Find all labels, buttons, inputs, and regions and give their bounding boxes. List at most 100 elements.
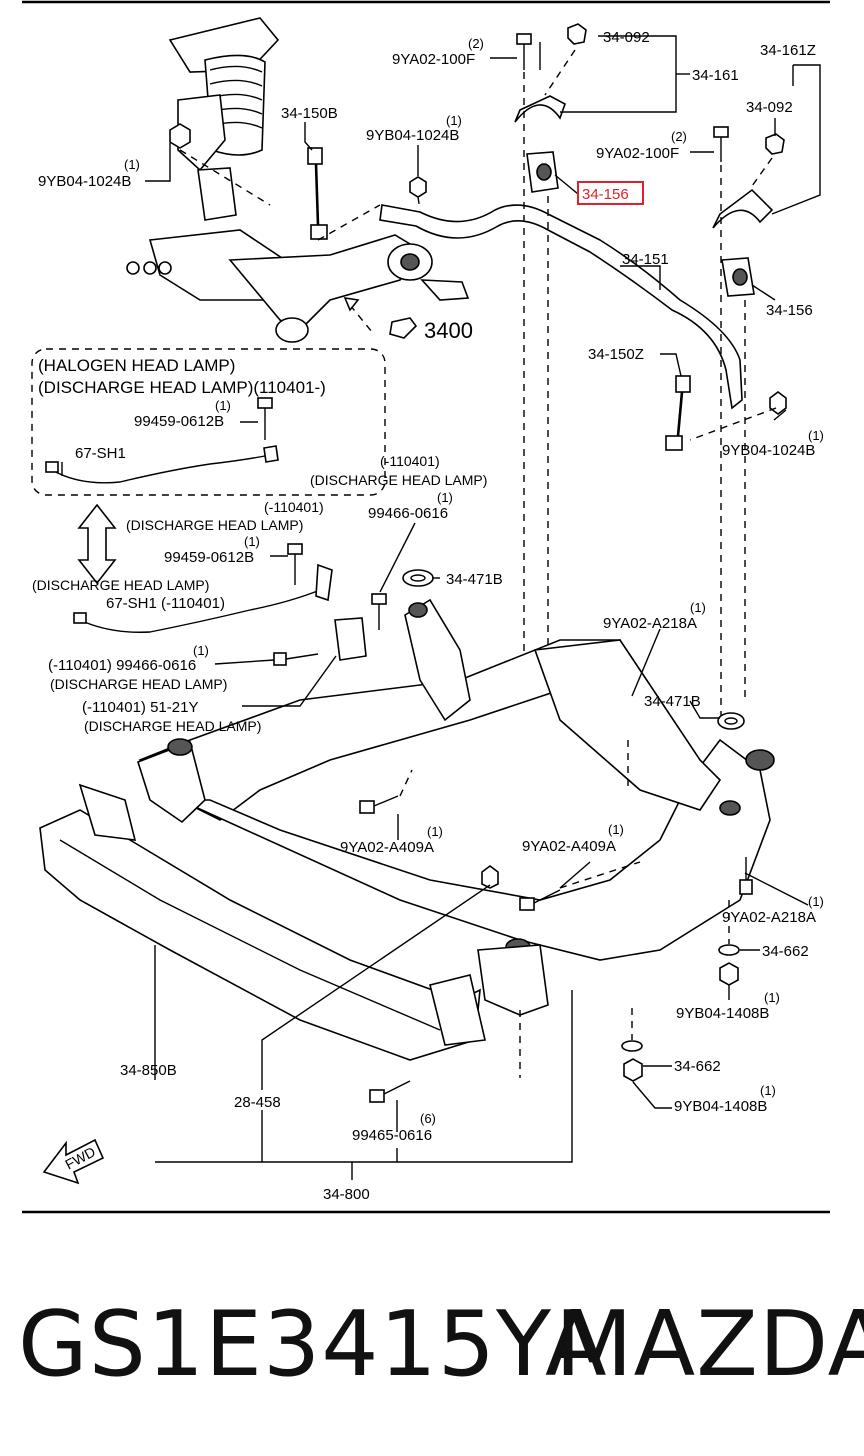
label-34-092-right: 34-092 bbox=[746, 99, 793, 116]
label-9ya02-a409a-right: 9YA02-A409A bbox=[522, 838, 616, 855]
label-67-sh1-lower: 67-SH1 (-110401) bbox=[106, 595, 225, 612]
nut-9yb04-1408b-upper bbox=[719, 962, 739, 986]
label-34-471b-lower: 34-471B bbox=[644, 693, 701, 710]
stabilizer-bar bbox=[379, 204, 743, 410]
label-34-800: 34-800 bbox=[323, 1186, 370, 1203]
part-number-text: GS1E3415YA bbox=[18, 1292, 608, 1397]
note-code-99466: (-110401) bbox=[380, 453, 440, 469]
label-9ya02-100f-left: 9YA02-100F bbox=[392, 51, 475, 68]
mount-34-471b-left bbox=[402, 569, 434, 587]
label-9yb04-1408b-upper: 9YB04-1408B bbox=[676, 1005, 769, 1022]
label-34-156-highlighted: 34-156 bbox=[582, 186, 629, 203]
leader-lines bbox=[61, 35, 821, 1180]
qty-label: (1) bbox=[427, 824, 443, 839]
mount-34-471b-right bbox=[717, 712, 745, 730]
footer: GS1E3415YA MAZDA bbox=[0, 1290, 864, 1430]
nut-34-092-left bbox=[567, 23, 587, 45]
qty-label: (1) bbox=[608, 822, 624, 837]
halogen-dashed-box bbox=[31, 348, 386, 496]
qty-label: (1) bbox=[764, 990, 780, 1005]
nut-9yb04-1408b-lower bbox=[623, 1058, 643, 1082]
note-halogen: (HALOGEN HEAD LAMP) bbox=[38, 356, 235, 375]
strut-assembly bbox=[126, 17, 470, 343]
nut-9yb04-center bbox=[409, 176, 427, 198]
qty-label: (1) bbox=[808, 428, 824, 443]
brand-text: MAZDA bbox=[555, 1292, 864, 1397]
label-34-161: 34-161 bbox=[692, 67, 739, 84]
label-34-662-lower: 34-662 bbox=[674, 1058, 721, 1075]
note-discharge-110401: (DISCHARGE HEAD LAMP)(110401-) bbox=[38, 378, 326, 397]
label-9yb04-1024b-left: 9YB04-1024B bbox=[38, 173, 131, 190]
note-discharge-99466: (DISCHARGE HEAD LAMP) bbox=[310, 472, 487, 488]
bolt-9ya02-100f-left bbox=[516, 33, 532, 70]
bushing-34-156-left bbox=[526, 151, 559, 193]
note-code-99459: (-110401) bbox=[264, 499, 324, 515]
double-arrow bbox=[77, 503, 117, 585]
stabilizer-link-34-150z bbox=[665, 375, 691, 451]
label-34-471b-upper: 34-471B bbox=[446, 571, 503, 588]
highlight-box bbox=[577, 181, 644, 205]
dashed-guides-bottom bbox=[399, 740, 730, 1078]
label-3400: 3400 bbox=[424, 318, 473, 343]
dashed-guides-top bbox=[179, 49, 777, 720]
label-34-662-upper: 34-662 bbox=[762, 943, 809, 960]
qty-label: (1) bbox=[446, 113, 462, 128]
bolt-9ya02-100f-right bbox=[713, 126, 729, 162]
qty-label: (1) bbox=[808, 894, 824, 909]
qty-label: (2) bbox=[671, 129, 687, 144]
crossmember-34-800 bbox=[137, 598, 775, 1016]
qty-label: (1) bbox=[760, 1083, 776, 1098]
label-9yb04-1024b-right: 9YB04-1024B bbox=[722, 442, 815, 459]
qty-label: (6) bbox=[420, 1111, 436, 1126]
bracket-34-161z bbox=[712, 188, 774, 229]
note-discharge-sh1: (DISCHARGE HEAD LAMP) bbox=[32, 577, 209, 593]
label-34-156-right: 34-156 bbox=[766, 302, 813, 319]
bracket-34-161 bbox=[514, 95, 566, 123]
label-9yb04-1408b-lower: 9YB04-1408B bbox=[674, 1098, 767, 1115]
label-34-151: 34-151 bbox=[622, 251, 669, 268]
nut-9yb04-left bbox=[169, 123, 191, 149]
qty-label: (1) bbox=[193, 643, 209, 658]
note-discharge-99466-lower: (DISCHARGE HEAD LAMP) bbox=[50, 676, 227, 692]
parts-diagram: FWD bbox=[22, 0, 830, 1214]
sensor-51-21y bbox=[334, 617, 367, 661]
label-34-150b: 34-150B bbox=[281, 105, 338, 122]
label-9ya02-a218a-lower: 9YA02-A218A bbox=[722, 909, 816, 926]
bolt-9ya02-a218a-lower bbox=[739, 857, 753, 895]
front-member-34-850b bbox=[39, 783, 486, 1061]
label-34-850b: 34-850B bbox=[120, 1062, 177, 1079]
bolt-99466-0616 bbox=[273, 593, 387, 666]
bolt-9ya02-a409a-left bbox=[359, 795, 399, 814]
label-28-458: 28-458 bbox=[234, 1094, 281, 1111]
nut-34-092-right bbox=[765, 133, 785, 155]
qty-label: (1) bbox=[124, 157, 140, 172]
washer-34-662-upper bbox=[718, 944, 740, 956]
qty-label: (1) bbox=[690, 600, 706, 615]
nut-9yb04-right bbox=[769, 391, 787, 415]
fwd-arrow: FWD bbox=[42, 1138, 105, 1185]
label-9ya02-100f-right: 9YA02-100F bbox=[596, 145, 679, 162]
label-67-sh1-upper: 67-SH1 bbox=[75, 445, 126, 462]
label-51-21y: (-110401) 51-21Y bbox=[82, 699, 198, 716]
label-99459-0612b-lower: 99459-0612B bbox=[164, 549, 254, 566]
label-99466-0616-upper: 99466-0616 bbox=[368, 505, 448, 522]
label-9ya02-a218a-upper: 9YA02-A218A bbox=[603, 615, 697, 632]
qty-label: (1) bbox=[244, 534, 260, 549]
ref-arrow-3400 bbox=[343, 296, 418, 339]
label-99466-0616-lower: (-110401) 99466-0616 bbox=[48, 657, 196, 674]
stabilizer-link-34-150b bbox=[307, 147, 328, 240]
qty-label: (1) bbox=[215, 398, 231, 413]
label-34-092-left: 34-092 bbox=[603, 29, 650, 46]
nut-28-458 bbox=[481, 865, 499, 889]
harness-67-sh1-upper bbox=[45, 397, 279, 484]
bolt-99465-0616 bbox=[369, 1080, 411, 1103]
note-discharge-99459: (DISCHARGE HEAD LAMP) bbox=[126, 517, 303, 533]
label-9ya02-a409a-left: 9YA02-A409A bbox=[340, 839, 434, 856]
label-99465-0616: 99465-0616 bbox=[352, 1127, 432, 1144]
harness-67-sh1-lower bbox=[73, 543, 333, 633]
label-34-161z: 34-161Z bbox=[760, 42, 816, 59]
label-9yb04-1024b-center: 9YB04-1024B bbox=[366, 127, 459, 144]
washer-34-662-lower bbox=[621, 1040, 643, 1052]
bushing-34-156-right bbox=[721, 257, 755, 297]
qty-label: (2) bbox=[468, 36, 484, 51]
